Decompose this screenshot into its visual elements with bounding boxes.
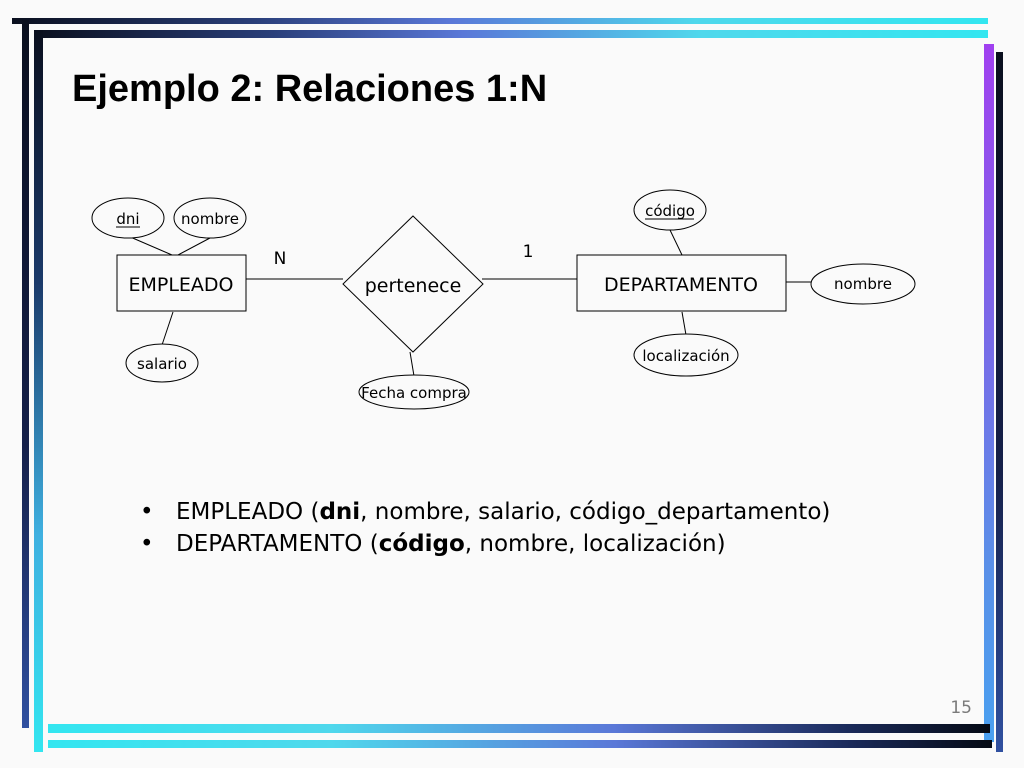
- connector-empleado-nombre: [177, 237, 211, 256]
- cardinality-1-label: 1: [523, 242, 534, 262]
- entity-departamento: [576, 254, 787, 312]
- entity-empleado: [116, 254, 247, 312]
- attribute-departamento-nombre-ellipse: [810, 263, 916, 305]
- attribute-fecha-ellipse: [358, 374, 470, 410]
- attribute-empleado-nombre-ellipse: [173, 197, 247, 239]
- attribute-localizacion-label: localización: [642, 347, 729, 365]
- entity-departamento-label: DEPARTAMENTO: [604, 274, 758, 296]
- frame-top-bar: [34, 30, 988, 38]
- schema-prefix: EMPLEADO (: [176, 499, 320, 525]
- frame-left-bar-outer: [22, 20, 29, 728]
- attribute-dni-ellipse: [91, 197, 165, 239]
- attribute-codigo-ellipse: [633, 189, 707, 231]
- connector-salario: [161, 311, 174, 346]
- bullet-departamento-schema: DEPARTAMENTO (código, nombre, localizaci…: [140, 528, 830, 560]
- slide-title: Ejemplo 2: Relaciones 1:N: [72, 68, 548, 110]
- frame-right-bar-outer: [984, 44, 994, 742]
- connector-localizacion: [681, 311, 687, 336]
- frame-right-bar-inner: [996, 52, 1003, 752]
- schema-suffix: , nombre, localización): [464, 531, 726, 557]
- schema-suffix: , nombre, salario, código_departamento): [360, 499, 831, 525]
- frame-bottom-bar: [48, 724, 990, 733]
- schema-prefix: DEPARTAMENTO (: [176, 531, 379, 557]
- attribute-fecha-label: Fecha compra: [361, 384, 467, 402]
- attribute-departamento-nombre-label: nombre: [834, 275, 892, 293]
- attribute-localizacion-ellipse: [633, 333, 739, 377]
- attribute-codigo-label: código: [645, 202, 695, 220]
- frame-bottom-bar-outer: [48, 740, 992, 748]
- cardinality-n-label: N: [274, 249, 287, 269]
- relationship-label: pertenece: [365, 275, 462, 297]
- attribute-empleado-nombre-label: nombre: [181, 210, 239, 228]
- entity-empleado-label: EMPLEADO: [128, 274, 233, 296]
- connector-dni: [127, 235, 173, 256]
- bullet-empleado-schema: EMPLEADO (dni, nombre, salario, código_d…: [140, 496, 830, 528]
- schema-bullet-list: EMPLEADO (dni, nombre, salario, código_d…: [140, 496, 830, 560]
- frame-left-bar-inner: [34, 30, 43, 752]
- attribute-salario-ellipse: [125, 343, 199, 383]
- primary-key: dni: [319, 499, 361, 525]
- primary-key: código: [378, 531, 465, 557]
- connector-codigo: [669, 229, 683, 256]
- frame-top-bar-light: [12, 18, 988, 24]
- attribute-salario-label: salario: [137, 355, 187, 373]
- page-number: 15: [950, 698, 972, 718]
- relationship-diamond: [342, 215, 484, 353]
- connector-fecha: [409, 351, 415, 377]
- attribute-dni-label: dni: [116, 210, 139, 228]
